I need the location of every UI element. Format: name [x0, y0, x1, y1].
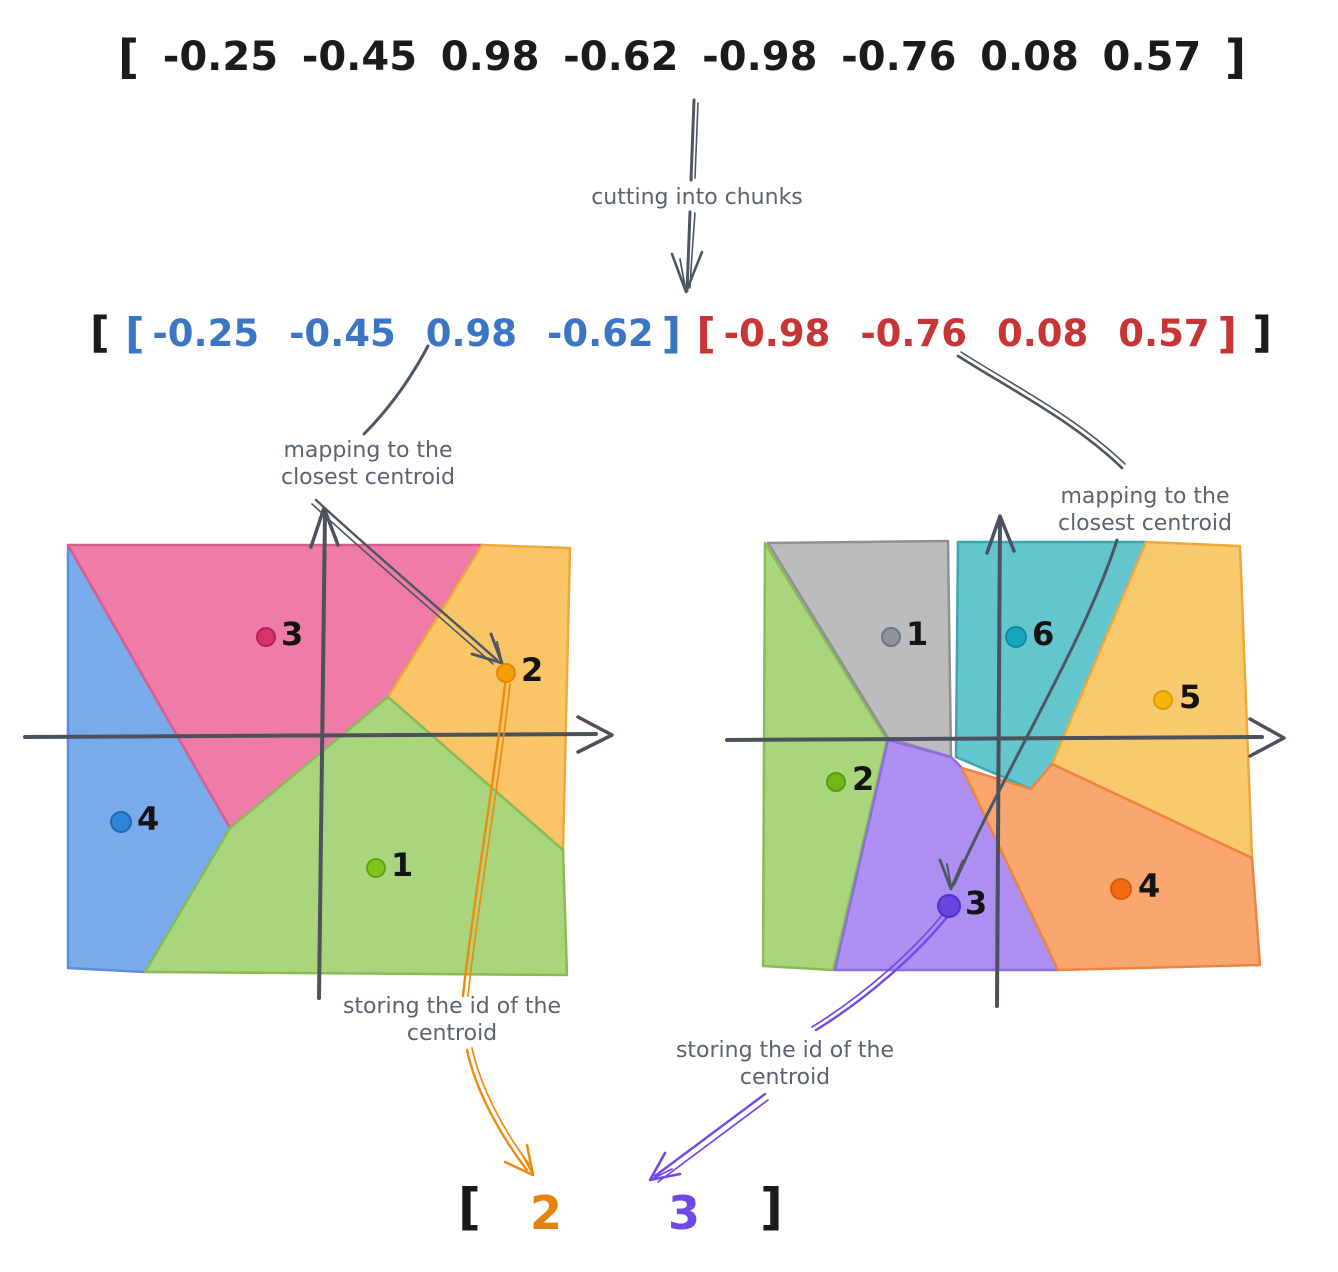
right-centroid-4-dot [1110, 878, 1132, 900]
chunked-vector: [ [ -0.25 -0.45 0.98 -0.62 ] [ -0.98 -0.… [90, 308, 1272, 358]
right-region-green [761, 541, 889, 972]
chunked-vector-close-bracket: ] [1252, 308, 1272, 358]
right-centroid-5-dot [1153, 690, 1173, 710]
left-centroid-2-label: 2 [521, 651, 544, 689]
result-open-bracket: [ [458, 1178, 481, 1236]
left-centroid-3-label: 3 [281, 615, 304, 653]
right-storing-label: storing the id of the centroid [655, 1037, 915, 1091]
right-mapping-label: mapping to the closest centroid [1025, 483, 1265, 537]
right-storing-label-line2: centroid [739, 1065, 831, 1090]
original-vector-open-bracket: [ [118, 30, 140, 84]
left-x-axis-arrowhead [576, 715, 614, 754]
vector-value: 0.57 [1102, 34, 1202, 80]
left-centroid-3-dot [256, 627, 276, 647]
right-y-axis [995, 518, 1002, 1008]
right-storing-label-line1: storing the id of the [675, 1038, 895, 1063]
chunk-2-close-bracket: ] [1217, 308, 1237, 358]
original-vector: [ -0.25 -0.45 0.98 -0.62 -0.98 -0.76 0.0… [118, 30, 1246, 84]
result-value-2: 3 [668, 1186, 701, 1240]
left-storing-label-line1: storing the id of the [342, 994, 562, 1019]
vector-value: 0.08 [980, 34, 1079, 80]
right-centroid-4-label: 4 [1138, 867, 1161, 905]
left-region-green [143, 695, 569, 977]
left-mapping-label-line1: mapping to the [283, 438, 453, 463]
centroid-dots [110, 626, 1173, 918]
vector-value: -0.98 [702, 34, 818, 80]
chunk-2-value: -0.76 [860, 311, 967, 355]
original-vector-close-bracket: ] [1224, 30, 1246, 84]
right-x-axis [725, 735, 1264, 742]
left-x-axis [23, 732, 598, 739]
chunk-1-value: -0.62 [547, 311, 654, 355]
left-centroid-4-label: 4 [137, 800, 160, 838]
left-centroid-2-dot [496, 663, 516, 683]
vector-value: -0.76 [841, 34, 957, 80]
chunk-2-open-bracket: [ [696, 308, 716, 358]
right-x-axis-arrowhead [1248, 717, 1286, 758]
chunk-2-value: 0.08 [996, 311, 1089, 355]
right-centroid-6-dot [1005, 626, 1027, 648]
left-centroid-4-dot [110, 811, 132, 833]
orange-storing-connector [461, 682, 535, 1177]
chunk-2-value: -0.98 [723, 311, 831, 355]
vector-value: -0.62 [563, 34, 679, 80]
right-mapping-connector [938, 351, 1126, 891]
vector-value: -0.45 [301, 34, 418, 80]
cutting-into-chunks-label: cutting into chunks [591, 185, 803, 210]
chunk-1-value: -0.25 [152, 311, 260, 355]
vector-value: -0.25 [162, 34, 279, 80]
right-centroid-3-dot [937, 894, 961, 918]
left-storing-label-line2: centroid [406, 1021, 498, 1046]
purple-storing-connector [648, 908, 953, 1183]
left-y-axis [317, 510, 327, 1000]
left-centroid-1-dot [366, 858, 386, 878]
chunk-1-close-bracket: ] [661, 308, 681, 358]
cutting-arrow [670, 98, 704, 294]
right-centroid-5-label: 5 [1179, 678, 1202, 716]
chunk-2: [ -0.98 -0.76 0.08 0.57 ] [696, 309, 1236, 358]
left-mapping-label-line2: closest centroid [280, 465, 456, 490]
right-y-axis-arrowhead [985, 514, 1016, 555]
right-mapping-label-line1: mapping to the [1060, 484, 1230, 509]
chunked-vector-open-bracket: [ [90, 308, 110, 358]
chunk-1: [ -0.25 -0.45 0.98 -0.62 ] [125, 309, 681, 358]
right-centroid-3-label: 3 [965, 884, 988, 922]
right-region-orange [960, 762, 1262, 972]
vector-value: 0.98 [440, 34, 540, 80]
right-centroid-2-label: 2 [852, 760, 875, 798]
right-centroid-1-label: 1 [906, 615, 929, 653]
right-centroid-2-dot [826, 772, 846, 792]
right-centroid-1-dot [881, 627, 901, 647]
result-value-1: 2 [530, 1186, 563, 1240]
left-mapping-connector [311, 344, 504, 665]
chunk-1-open-bracket: [ [125, 308, 145, 358]
chunk-1-value: -0.45 [289, 311, 396, 355]
left-mapping-label: mapping to the closest centroid [248, 437, 488, 491]
chunk-1-value: 0.98 [425, 311, 518, 355]
chunk-2-value: 0.57 [1118, 311, 1210, 355]
left-centroid-1-label: 1 [391, 846, 414, 884]
left-voronoi-plot [23, 506, 614, 1000]
left-storing-label: storing the id of the centroid [322, 993, 582, 1047]
right-voronoi-plot [725, 514, 1286, 1008]
result-close-bracket: ] [760, 1178, 783, 1236]
right-centroid-6-label: 6 [1032, 615, 1055, 653]
right-mapping-arrowhead [938, 858, 965, 891]
right-mapping-label-line2: closest centroid [1057, 511, 1233, 536]
